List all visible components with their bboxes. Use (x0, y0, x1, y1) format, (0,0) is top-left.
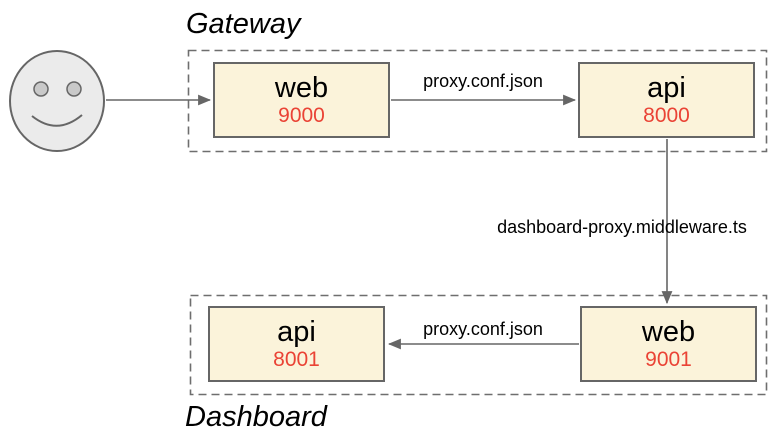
node-gateway-web-name: web (274, 72, 329, 104)
node-dashboard-web: web 9001 (580, 306, 757, 382)
gateway-group-title: Gateway (186, 8, 301, 40)
node-gateway-api-name: api (647, 72, 686, 104)
node-dashboard-web-port: 9001 (645, 348, 692, 371)
smiley-left-eye (33, 81, 49, 97)
edge-label-gateway-proxy-conf: proxy.conf.json (423, 71, 543, 91)
node-gateway-api: api 8000 (578, 62, 755, 138)
edge-label-dashboard-proxy-middleware: dashboard-proxy.middleware.ts (497, 217, 747, 237)
dashboard-group-border (189, 294, 768, 396)
dashboard-group-title: Dashboard (185, 401, 327, 433)
node-dashboard-api-name: api (277, 316, 316, 348)
smiley-right-eye (66, 81, 82, 97)
node-dashboard-web-name: web (641, 316, 696, 348)
smiley-face-outline (9, 50, 105, 152)
smiley-mouth (31, 114, 83, 127)
gateway-group-border (187, 49, 768, 153)
node-dashboard-api: api 8001 (208, 306, 385, 382)
node-gateway-web: web 9000 (213, 62, 390, 138)
node-gateway-api-port: 8000 (643, 104, 690, 127)
node-gateway-web-port: 9000 (278, 104, 325, 127)
node-dashboard-api-port: 8001 (273, 348, 320, 371)
edge-label-dashboard-proxy-conf: proxy.conf.json (423, 319, 543, 339)
smiley-face-icon (9, 50, 105, 152)
